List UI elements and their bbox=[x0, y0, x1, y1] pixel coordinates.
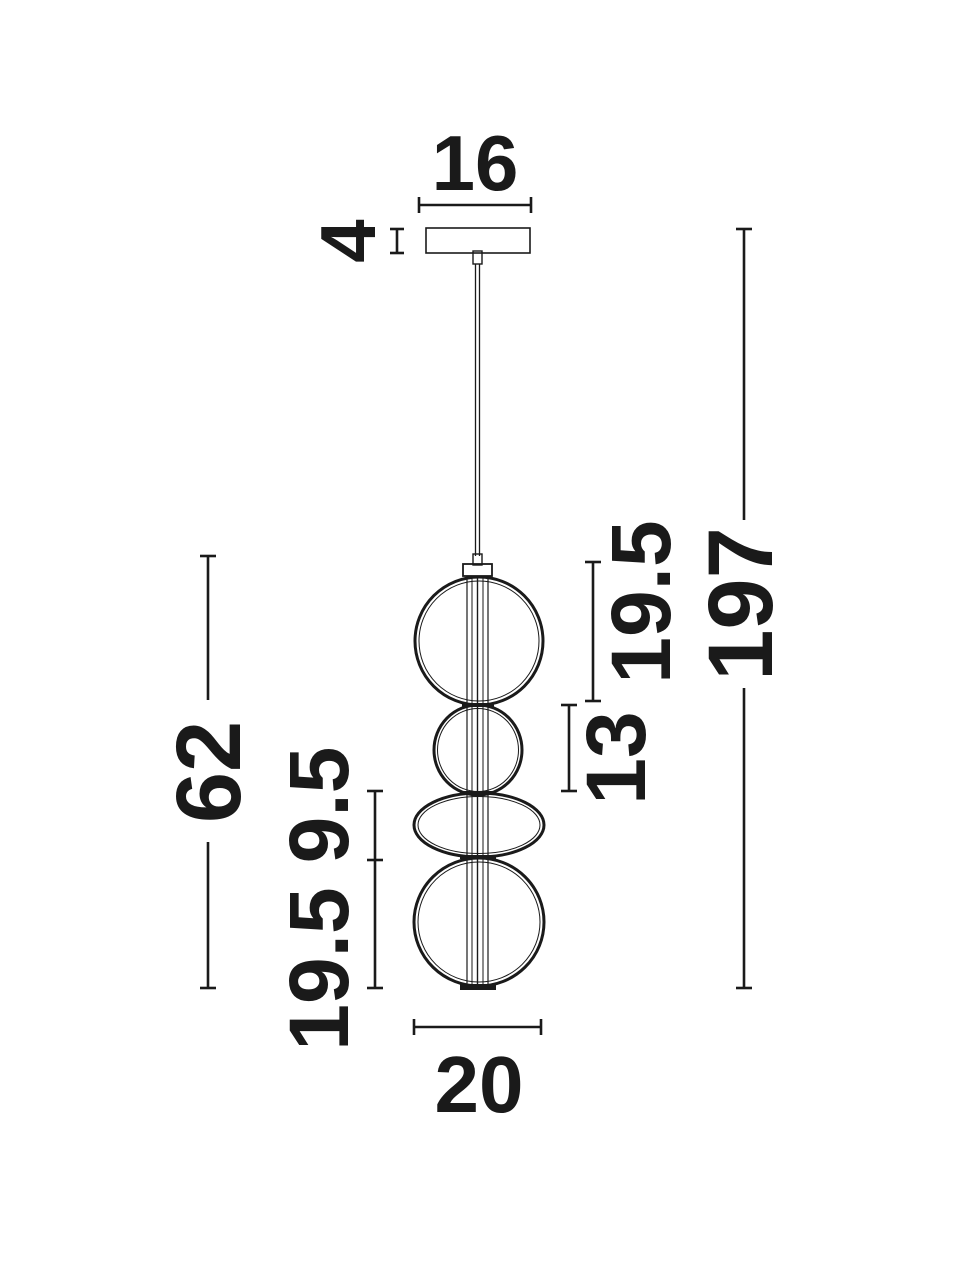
label-lamp-width: 20 bbox=[435, 1040, 524, 1129]
dim-line-lamp-height bbox=[200, 554, 216, 990]
label-canopy-height: 4 bbox=[304, 219, 392, 262]
label-lamp-height: 62 bbox=[158, 721, 260, 823]
label-ring-top: 19.5 bbox=[594, 520, 688, 684]
dimension-lines bbox=[200, 197, 752, 1035]
dimension-labels: 16 4 197 62 19.5 13 9.5 19.5 20 bbox=[158, 119, 792, 1129]
ring-bottom-large bbox=[412, 856, 546, 988]
dim-line-ring-top bbox=[585, 560, 601, 703]
ceiling-canopy bbox=[425, 227, 531, 254]
bottom-cap bbox=[460, 984, 496, 990]
dim-line-lamp-width bbox=[412, 1019, 543, 1035]
label-ring-bottom: 19.5 bbox=[272, 887, 366, 1051]
dim-line-canopy-height bbox=[390, 227, 404, 255]
central-tube bbox=[466, 576, 489, 985]
label-total-height: 197 bbox=[690, 527, 792, 681]
cable-grip-top bbox=[472, 250, 483, 265]
dim-line-ring-second bbox=[561, 703, 577, 793]
dim-line-total-height bbox=[736, 227, 752, 990]
joint-1 bbox=[462, 703, 494, 707]
ring-top-large bbox=[413, 575, 545, 707]
label-ring-second: 13 bbox=[569, 711, 663, 804]
top-cap bbox=[462, 563, 493, 577]
label-ring-third: 9.5 bbox=[272, 747, 366, 864]
dim-line-canopy-width bbox=[417, 197, 533, 213]
label-canopy-width: 16 bbox=[432, 119, 519, 207]
ring-third-oval bbox=[412, 791, 546, 859]
dim-line-ring-third bbox=[367, 789, 383, 862]
pendant-lamp bbox=[412, 227, 546, 990]
cable-grip-bottom bbox=[472, 553, 483, 566]
joint-2 bbox=[460, 791, 496, 795]
joint-3 bbox=[460, 855, 496, 859]
dim-line-ring-bottom bbox=[367, 860, 383, 990]
